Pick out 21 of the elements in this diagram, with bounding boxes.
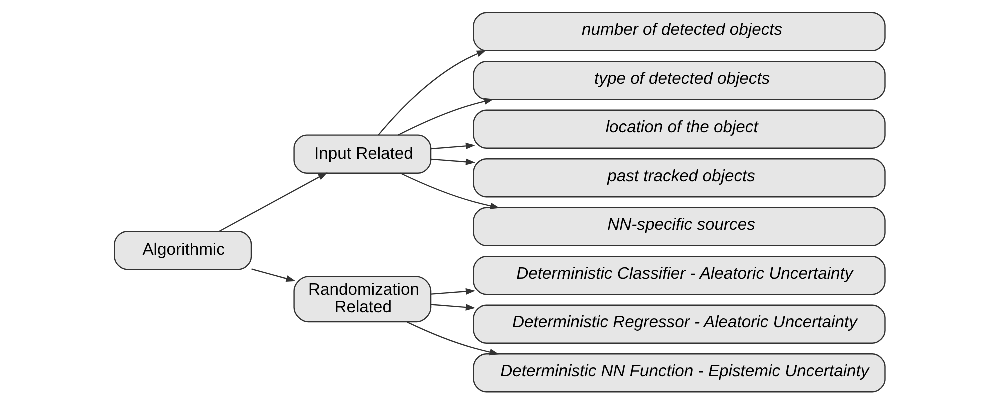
node-box: type of detected objects	[473, 61, 886, 100]
arrow	[431, 288, 476, 295]
arrow	[378, 50, 486, 136]
arrow	[398, 98, 494, 136]
node-box: number of detected objects	[473, 12, 886, 52]
node-box: Algorithmic	[114, 231, 252, 270]
node-box: Input Related	[294, 134, 432, 174]
arrow	[431, 158, 476, 166]
arrow	[252, 268, 296, 282]
arrow	[219, 172, 328, 232]
node-box: location of the object	[473, 110, 886, 149]
arrow	[431, 304, 476, 311]
arrow	[400, 172, 500, 210]
node-box: Deterministic Classifier - Aleatoric Uncertainty	[473, 256, 886, 296]
node-box: Deterministic NN Function - Epistemic Uncertainty	[473, 354, 886, 393]
arrow	[406, 322, 500, 356]
node-box: Deterministic Regressor - Aleatoric Uncertainty	[473, 304, 886, 344]
node-box: NN-specific sources	[473, 207, 886, 246]
node-box: Randomization Related	[294, 276, 432, 323]
node-box: past tracked objects	[473, 158, 886, 198]
arrow	[431, 142, 476, 150]
